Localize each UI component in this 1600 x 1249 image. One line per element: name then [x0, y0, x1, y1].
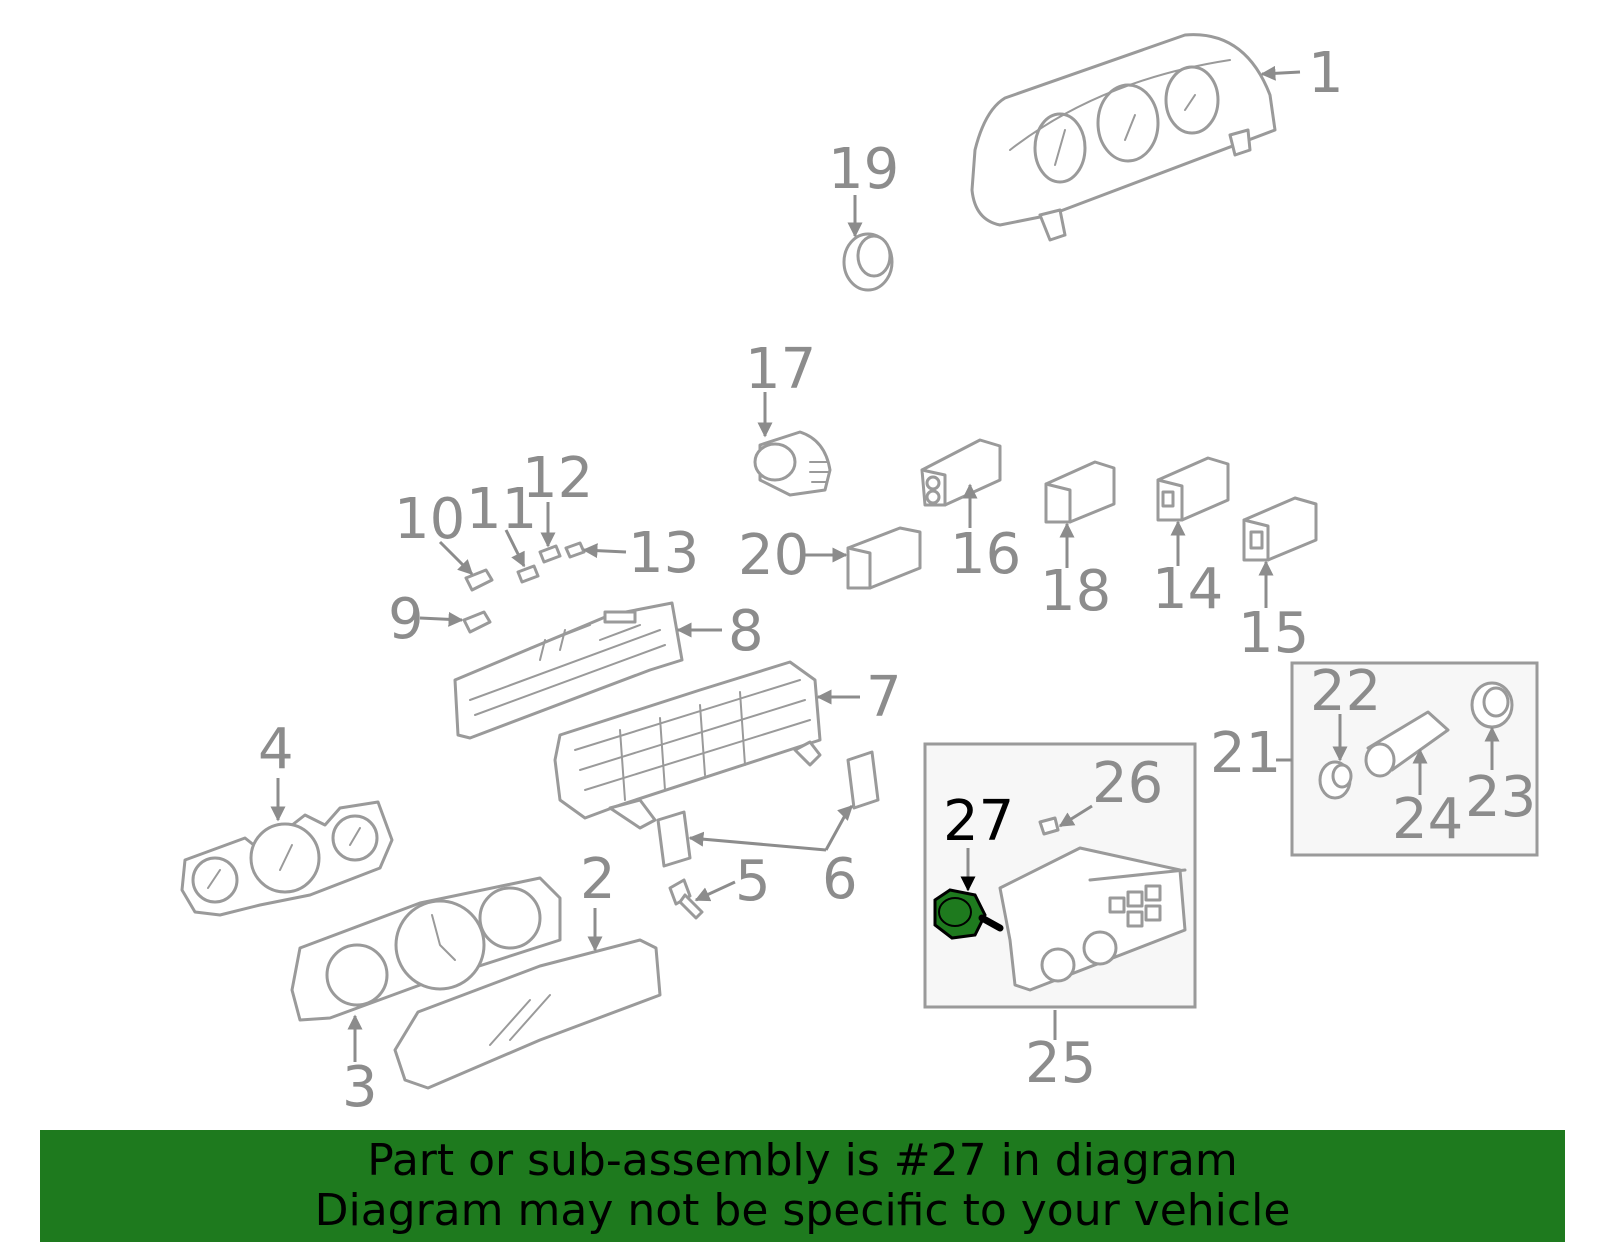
part-1-cluster-hood[interactable] — [970, 33, 1277, 242]
callout-23: 23 — [1465, 765, 1536, 830]
callout-21: 21 — [1210, 721, 1281, 786]
callout-12: 12 — [522, 446, 593, 511]
callout-13: 13 — [628, 521, 699, 586]
part-2-lens[interactable] — [393, 938, 662, 1090]
callout-6: 6 — [822, 847, 858, 912]
callout-19: 19 — [828, 137, 899, 202]
callout-9: 9 — [388, 587, 424, 652]
callout-8: 8 — [728, 599, 764, 664]
part-27-highlighted-part[interactable] — [933, 888, 1004, 940]
callout-26: 26 — [1092, 751, 1163, 816]
part-8-circuit-board[interactable] — [453, 601, 684, 740]
part-11-bulb[interactable] — [516, 564, 540, 584]
part-7-cluster-housing[interactable] — [553, 660, 822, 830]
callout-3: 3 — [342, 1055, 378, 1120]
callout-22: 22 — [1310, 659, 1381, 724]
part-10-bulb[interactable] — [464, 568, 494, 592]
part-17-switch[interactable] — [753, 430, 832, 497]
callout-27: 27 — [943, 789, 1014, 854]
part-25-control-panel[interactable] — [998, 846, 1187, 992]
callout-25: 25 — [1025, 1031, 1096, 1096]
part-6-plate-a[interactable] — [846, 750, 880, 810]
callout-20: 20 — [738, 523, 809, 588]
part-15-switch[interactable] — [1242, 496, 1318, 562]
part-4-gauge-faces[interactable] — [180, 800, 394, 917]
part-16-switch[interactable] — [920, 438, 1002, 507]
part-3-cluster-face[interactable] — [290, 876, 562, 1022]
part-14-switch[interactable] — [1156, 456, 1230, 522]
banner-line-1: Part or sub-assembly is #27 in diagram — [367, 1135, 1238, 1186]
callout-7: 7 — [866, 665, 902, 730]
part-22-socket[interactable] — [1318, 760, 1353, 800]
part-20-switch[interactable] — [846, 526, 922, 590]
callout-4: 4 — [258, 717, 294, 782]
info-banner: Part or sub-assembly is #27 in diagram D… — [40, 1130, 1565, 1242]
callout-11: 11 — [466, 477, 537, 542]
callout-18: 18 — [1040, 559, 1111, 624]
callout-16: 16 — [950, 522, 1021, 587]
part-9-bulb[interactable] — [462, 610, 492, 634]
part-19-knob[interactable] — [842, 232, 894, 292]
callout-1: 1 — [1308, 41, 1344, 106]
leader-lines — [270, 65, 1500, 1062]
part-18-switch[interactable] — [1044, 460, 1116, 524]
callout-15: 15 — [1238, 601, 1309, 666]
part-24-lighter[interactable] — [1364, 710, 1450, 778]
callout-14: 14 — [1152, 557, 1223, 622]
callout-17: 17 — [745, 337, 816, 402]
callout-10: 10 — [394, 487, 465, 552]
part-6-plate-b[interactable] — [656, 810, 692, 868]
callout-2: 2 — [580, 847, 616, 912]
part-23-ring[interactable] — [1470, 681, 1514, 729]
part-13-bulb[interactable] — [564, 541, 586, 559]
part-5-socket[interactable] — [668, 878, 704, 920]
callout-24: 24 — [1392, 787, 1463, 852]
part-26-screw[interactable] — [1038, 816, 1060, 836]
callout-5: 5 — [735, 849, 771, 914]
part-12-bulb[interactable] — [538, 544, 562, 564]
banner-line-2: Diagram may not be specific to your vehi… — [314, 1185, 1291, 1236]
